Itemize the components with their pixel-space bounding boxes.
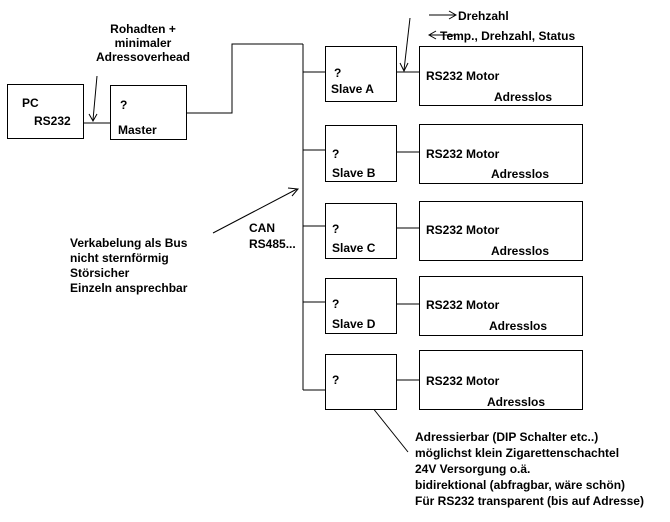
slave-mark: ?: [334, 66, 342, 80]
slave-label: Slave A: [331, 82, 374, 96]
wiring-note-line: Einzeln ansprechbar: [70, 281, 188, 295]
motor-sub: Adresslos: [489, 319, 548, 333]
pc-port: RS232: [34, 114, 71, 128]
wiring-note-line: nicht sternförmig: [70, 251, 169, 265]
rohdaten-note-line: Rohadten +: [110, 22, 176, 36]
motor-sub: Adresslos: [487, 395, 546, 409]
motor-sub: Adresslos: [494, 90, 553, 104]
motor-sub: Adresslos: [491, 167, 550, 181]
requirement-line: bidirektional (abfragbar, wäre schön): [415, 478, 626, 492]
motor-box-c: RS232 Motor Adresslos: [419, 201, 583, 261]
motor-title: RS232 Motor: [426, 223, 500, 237]
slave-box-c: ? Slave C: [325, 203, 397, 259]
wiring-notes: Verkabelung als Bus nicht sternförmig St…: [70, 236, 187, 295]
slave-box-e: ?: [325, 354, 397, 410]
feedback-label: Temp., Drehzahl, Status: [440, 29, 576, 43]
slave-label: Slave D: [332, 317, 376, 331]
pc-title: PC: [22, 96, 39, 110]
wiring-note-line: Störsicher: [70, 266, 130, 280]
rohdaten-note: Rohadten + minimaler Adressoverhead: [88, 22, 198, 64]
pc-box: PC RS232: [7, 84, 84, 139]
bus-label: CAN RS485...: [249, 221, 296, 251]
master-box: ? Master: [110, 85, 187, 140]
motor-title: RS232 Motor: [426, 147, 500, 161]
rohdaten-note-line: minimaler: [114, 36, 172, 50]
rohdaten-note-line: Adressoverhead: [95, 50, 191, 64]
requirement-line: Für RS232 transparent (bis auf Adresse): [415, 494, 644, 508]
requirement-line: möglichst klein Zigarettenschachtel: [415, 446, 620, 460]
bus-label-line: CAN: [249, 221, 275, 235]
slave-box-d: ? Slave D: [325, 278, 397, 334]
master-label: Master: [118, 123, 157, 137]
motor-title: RS232 Motor: [426, 69, 500, 83]
slave-label: Slave B: [332, 166, 376, 180]
requirement-line: 24V Versorgung o.ä.: [415, 462, 531, 476]
motor-box-d: RS232 Motor Adresslos: [419, 276, 583, 336]
requirements-notes: Adressierbar (DIP Schalter etc..) möglic…: [415, 430, 644, 508]
motor-sub: Adresslos: [491, 244, 550, 258]
slave-mark: ?: [332, 222, 340, 236]
motor-box-a: RS232 Motor Adresslos: [419, 46, 583, 106]
slave-box-b: ? Slave B: [325, 125, 397, 182]
motor-box-e: RS232 Motor Adresslos: [419, 350, 583, 410]
slave-label: Slave C: [332, 241, 376, 255]
requirement-line: Adressierbar (DIP Schalter etc..): [415, 430, 599, 444]
master-mark: ?: [120, 98, 128, 112]
motor-box-b: RS232 Motor Adresslos: [419, 124, 583, 184]
slave-mark: ?: [332, 297, 340, 311]
bus-label-line: RS485...: [249, 237, 296, 251]
slave-mark: ?: [332, 147, 340, 161]
motor-title: RS232 Motor: [426, 374, 500, 388]
slave-mark: ?: [332, 373, 340, 387]
drehzahl-label: Drehzahl: [458, 9, 509, 23]
wiring-note-line: Verkabelung als Bus: [70, 236, 188, 250]
slave-box-a: ? Slave A: [325, 46, 397, 102]
motor-title: RS232 Motor: [426, 298, 500, 312]
